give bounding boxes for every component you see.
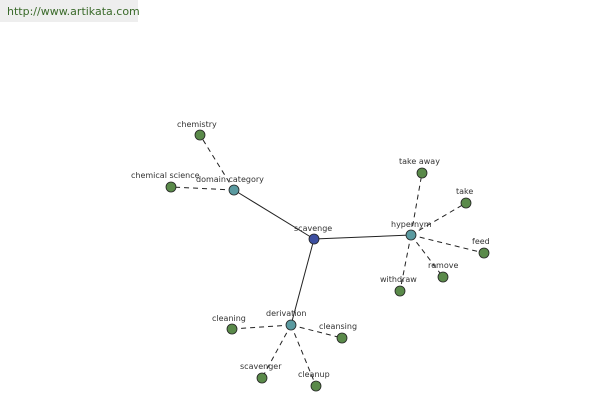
edge-scavenge-domain-category: [233, 189, 315, 240]
edge-hypernym-take-away: [410, 172, 423, 236]
edge-domain-category-chemical-science: [170, 186, 235, 191]
node-cleansing[interactable]: [336, 332, 348, 344]
label-derivation[interactable]: derivation: [266, 309, 306, 318]
site-url-link[interactable]: http://www.artikata.com: [7, 5, 140, 18]
node-derivation[interactable]: [285, 319, 297, 331]
node-chemistry[interactable]: [194, 129, 206, 141]
label-chemical-science[interactable]: chemical science: [131, 171, 200, 180]
graph-labels: scavenge domain category chemistry chemical…: [131, 120, 490, 379]
label-chemistry[interactable]: chemistry: [177, 120, 217, 129]
label-take[interactable]: take: [456, 187, 473, 196]
label-cleanup[interactable]: cleanup: [298, 370, 330, 379]
label-withdraw[interactable]: withdraw: [380, 275, 417, 284]
edge-domain-category-chemistry: [199, 134, 235, 191]
node-withdraw[interactable]: [394, 285, 406, 297]
edge-hypernym-withdraw: [399, 234, 412, 292]
node-take-away[interactable]: [416, 167, 428, 179]
node-feed[interactable]: [478, 247, 490, 259]
label-take-away[interactable]: take away: [399, 157, 440, 166]
node-cleaning[interactable]: [226, 323, 238, 335]
graph-edges: [170, 134, 485, 387]
edge-scavenge-derivation: [290, 238, 315, 326]
label-scavenger[interactable]: scavenger: [240, 362, 282, 371]
node-cleanup[interactable]: [310, 380, 322, 392]
node-remove[interactable]: [437, 271, 449, 283]
edge-scavenge-hypernym: [313, 234, 412, 240]
label-hypernym[interactable]: hypernym: [391, 220, 432, 229]
label-remove[interactable]: remove: [428, 261, 458, 270]
node-hypernym[interactable]: [405, 229, 417, 241]
node-scavenger[interactable]: [256, 372, 268, 384]
node-scavenge[interactable]: [308, 233, 320, 245]
edge-derivation-scavenger: [261, 324, 292, 379]
node-chemical-science[interactable]: [165, 181, 177, 193]
label-feed[interactable]: feed: [472, 237, 490, 246]
label-cleaning[interactable]: cleaning: [212, 314, 246, 323]
node-domain-category[interactable]: [228, 184, 240, 196]
label-cleansing[interactable]: cleansing: [319, 322, 357, 331]
edge-derivation-cleanup: [290, 324, 317, 387]
label-scavenge[interactable]: scavenge: [294, 224, 332, 233]
edge-hypernym-take: [410, 202, 467, 236]
label-domain-category[interactable]: domain category: [196, 175, 264, 184]
edge-derivation-cleaning: [231, 324, 292, 330]
edge-hypernym-feed: [410, 234, 485, 254]
graph-nodes: [165, 129, 490, 392]
url-banner: http://www.artikata.com: [0, 0, 140, 22]
node-take[interactable]: [460, 197, 472, 209]
